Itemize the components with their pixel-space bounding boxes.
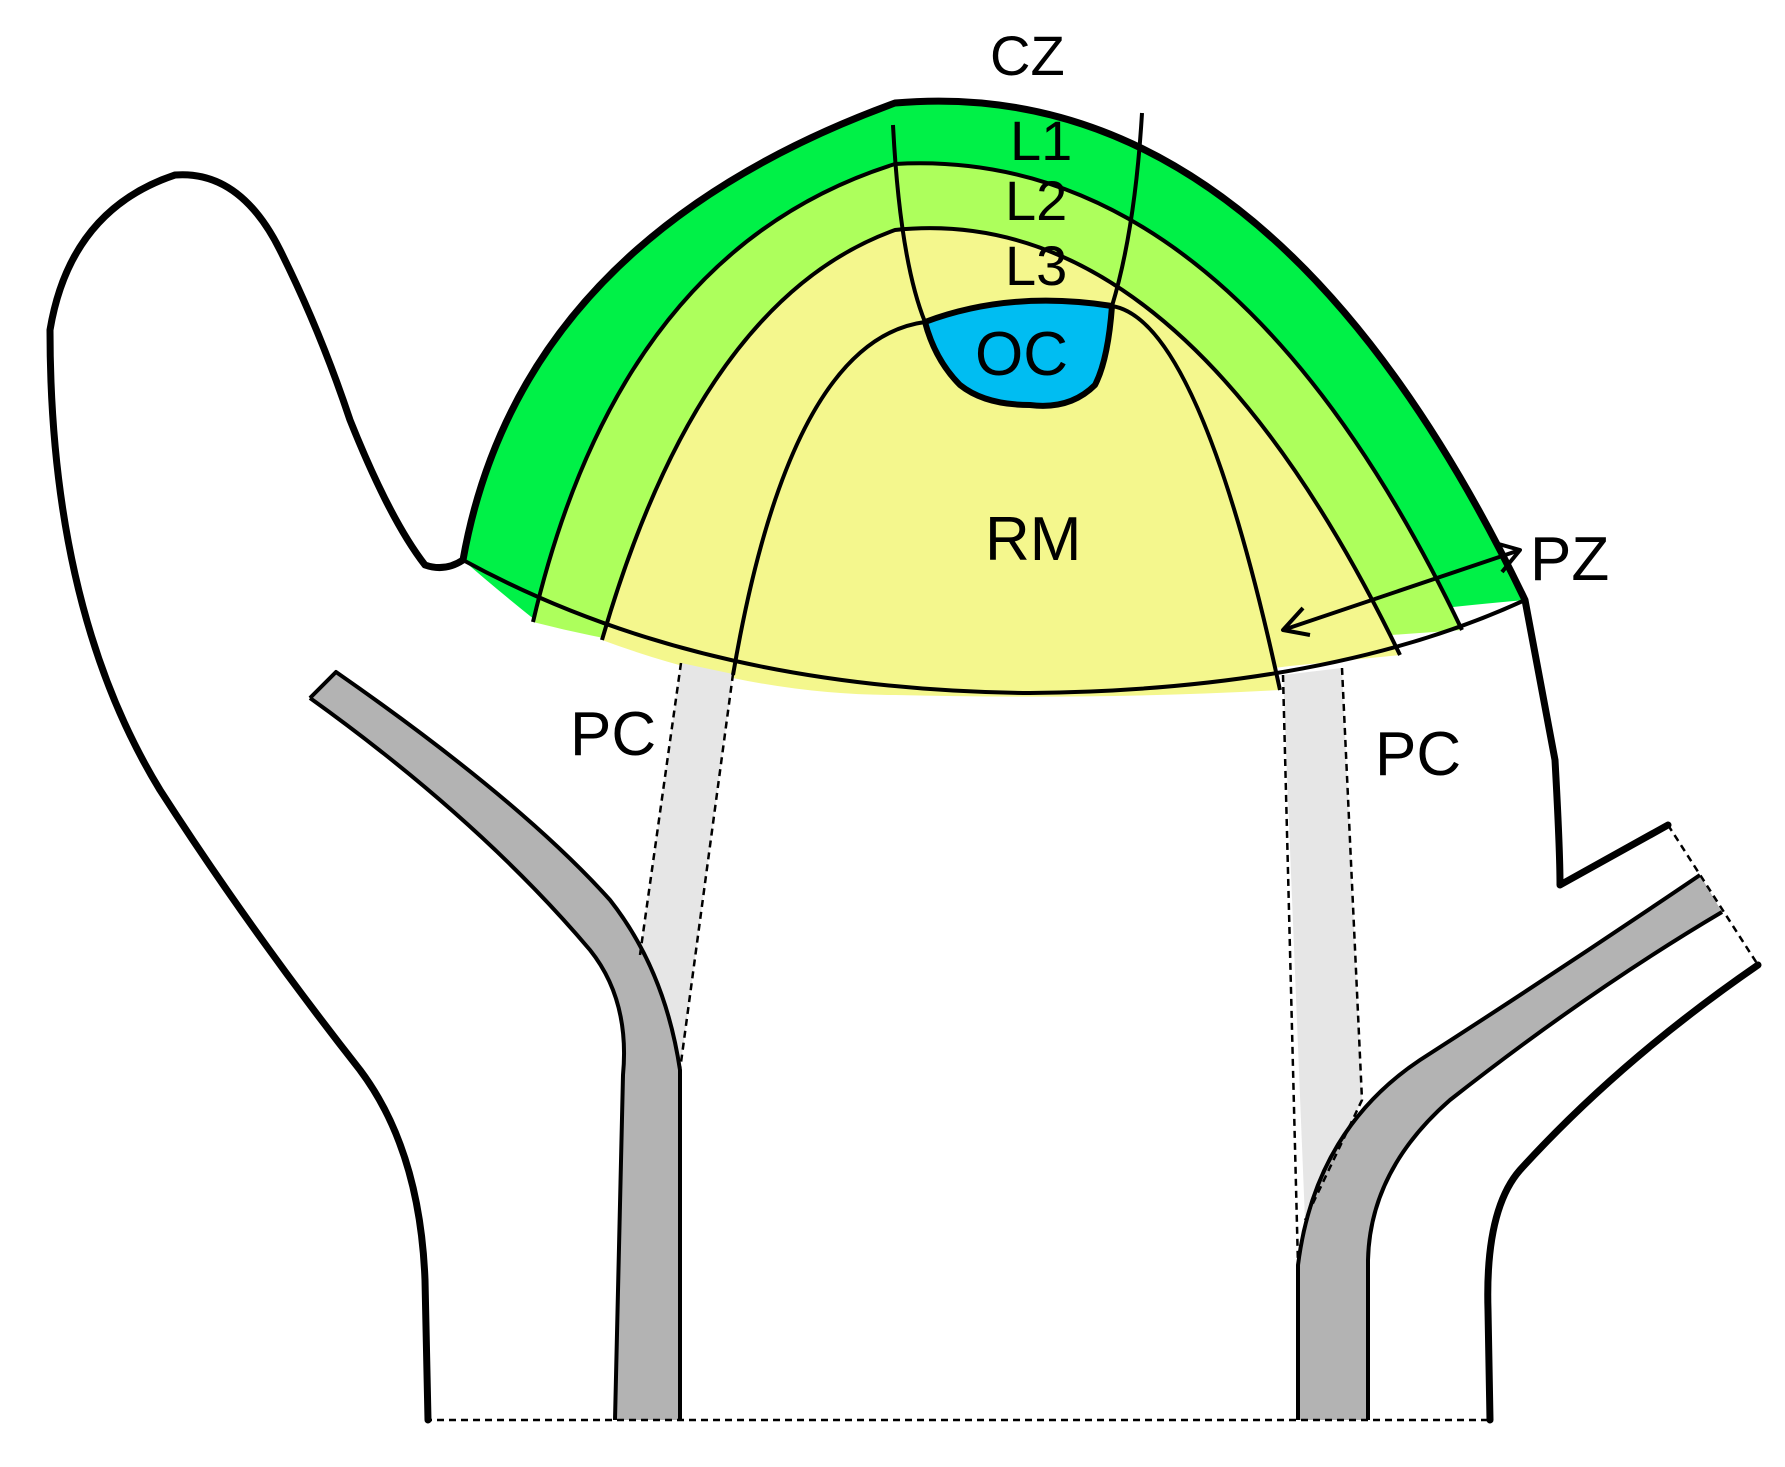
- l1-l2-boundary: [531, 161, 1464, 631]
- label-l2: L2: [1005, 169, 1067, 232]
- oc-region: [925, 300, 1112, 406]
- cz-left-boundary: [891, 124, 927, 323]
- rm-boundary: [731, 304, 1282, 691]
- pc-right-dashed-1: [1281, 674, 1300, 1266]
- label-oc: OC: [975, 320, 1068, 389]
- oc-border: [922, 297, 1115, 409]
- l2-l3-boundary: [600, 226, 1402, 656]
- label-cz: CZ: [990, 24, 1065, 87]
- vascular-strand-left: [310, 672, 680, 1420]
- vascular-strand-left-border: [308, 670, 682, 1421]
- vascular-strand-right: [1298, 875, 1722, 1420]
- vascular-left-dashed: [309, 671, 337, 699]
- label-rm: RM: [985, 505, 1081, 574]
- rm-region: [733, 305, 1280, 697]
- pz-arrow: [1282, 548, 1521, 632]
- pz-arrowhead-left: [1281, 606, 1311, 637]
- shoot-outline: [46, 97, 1762, 1424]
- label-pc-left: PC: [570, 700, 656, 769]
- pc-right-dashed-2: [1303, 667, 1364, 1221]
- label-pc-right: PC: [1375, 720, 1461, 789]
- label-l1: L1: [1010, 109, 1072, 172]
- label-l3: L3: [1005, 234, 1067, 297]
- pc-left-dashed-2: [678, 673, 735, 1071]
- pc-right-region: [1283, 668, 1362, 1220]
- cz-right-boundary: [1110, 112, 1144, 307]
- base-boundary: [462, 558, 1526, 695]
- pz-arrowhead-right: [1494, 541, 1522, 574]
- leaf-right-dashed: [1666, 824, 1760, 966]
- pc-left-region: [640, 663, 733, 1070]
- pc-left-dashed-1: [638, 662, 683, 956]
- vascular-strand-right-border: [1296, 873, 1724, 1420]
- label-pz: PZ: [1530, 525, 1609, 594]
